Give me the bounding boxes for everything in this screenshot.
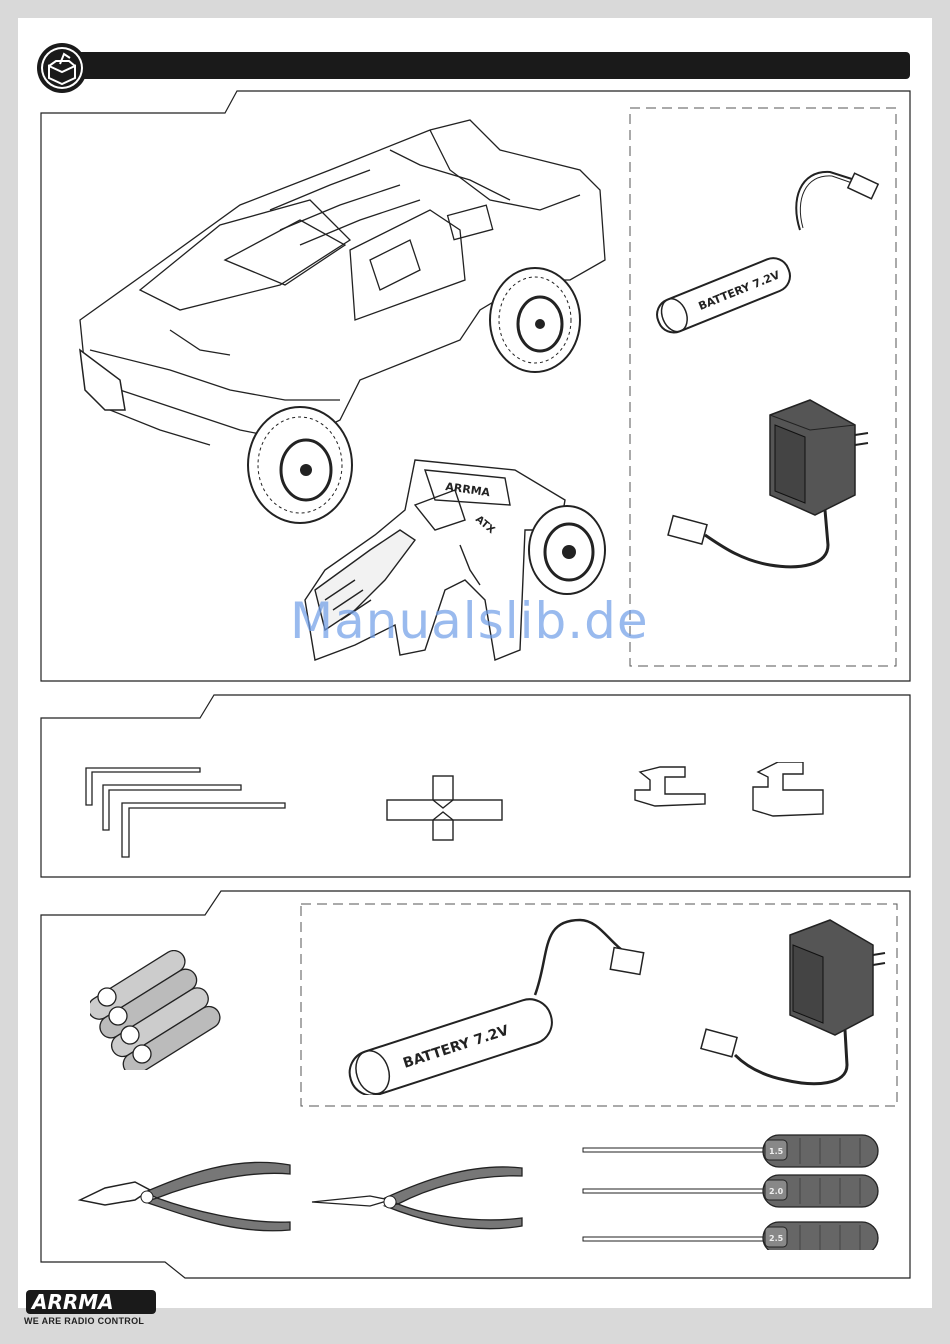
aa-batteries xyxy=(90,950,250,1070)
allen-wrench-set xyxy=(78,760,293,865)
footer-brand: ARRMA xyxy=(30,1290,114,1314)
body-clips xyxy=(630,762,830,820)
screwdriver-size-2: 2.0 xyxy=(769,1187,784,1196)
kit-battery: BATTERY 7.2V xyxy=(650,160,895,340)
box-icon xyxy=(34,42,90,98)
screwdriver-size-3: 2.5 xyxy=(769,1234,784,1243)
needle-nose-pliers xyxy=(310,1160,530,1240)
left-front-wheel xyxy=(80,350,125,410)
screwdriver-2 xyxy=(583,1175,878,1207)
kit-charger xyxy=(660,395,890,585)
steering-wheel xyxy=(529,506,605,594)
rear-wheel xyxy=(490,268,580,372)
cross-wrench xyxy=(385,772,505,844)
side-cutter-pliers xyxy=(75,1150,300,1245)
body-clip-1 xyxy=(635,767,705,806)
arrma-logo: ARRMA xyxy=(24,1286,159,1316)
required-charger xyxy=(695,915,895,1100)
footer-tagline: WE ARE RADIO CONTROL xyxy=(24,1316,144,1326)
body-clip-2 xyxy=(753,762,823,816)
screwdriver-1 xyxy=(583,1135,878,1167)
header-bar xyxy=(70,52,910,79)
watermark: Manualslib.de xyxy=(290,592,649,650)
required-battery: BATTERY 7.2V xyxy=(340,915,670,1095)
screwdriver-set: 1.5 2.0 2.5 xyxy=(580,1130,880,1250)
screwdriver-3 xyxy=(583,1222,878,1250)
screwdriver-size-1: 1.5 xyxy=(769,1147,784,1156)
